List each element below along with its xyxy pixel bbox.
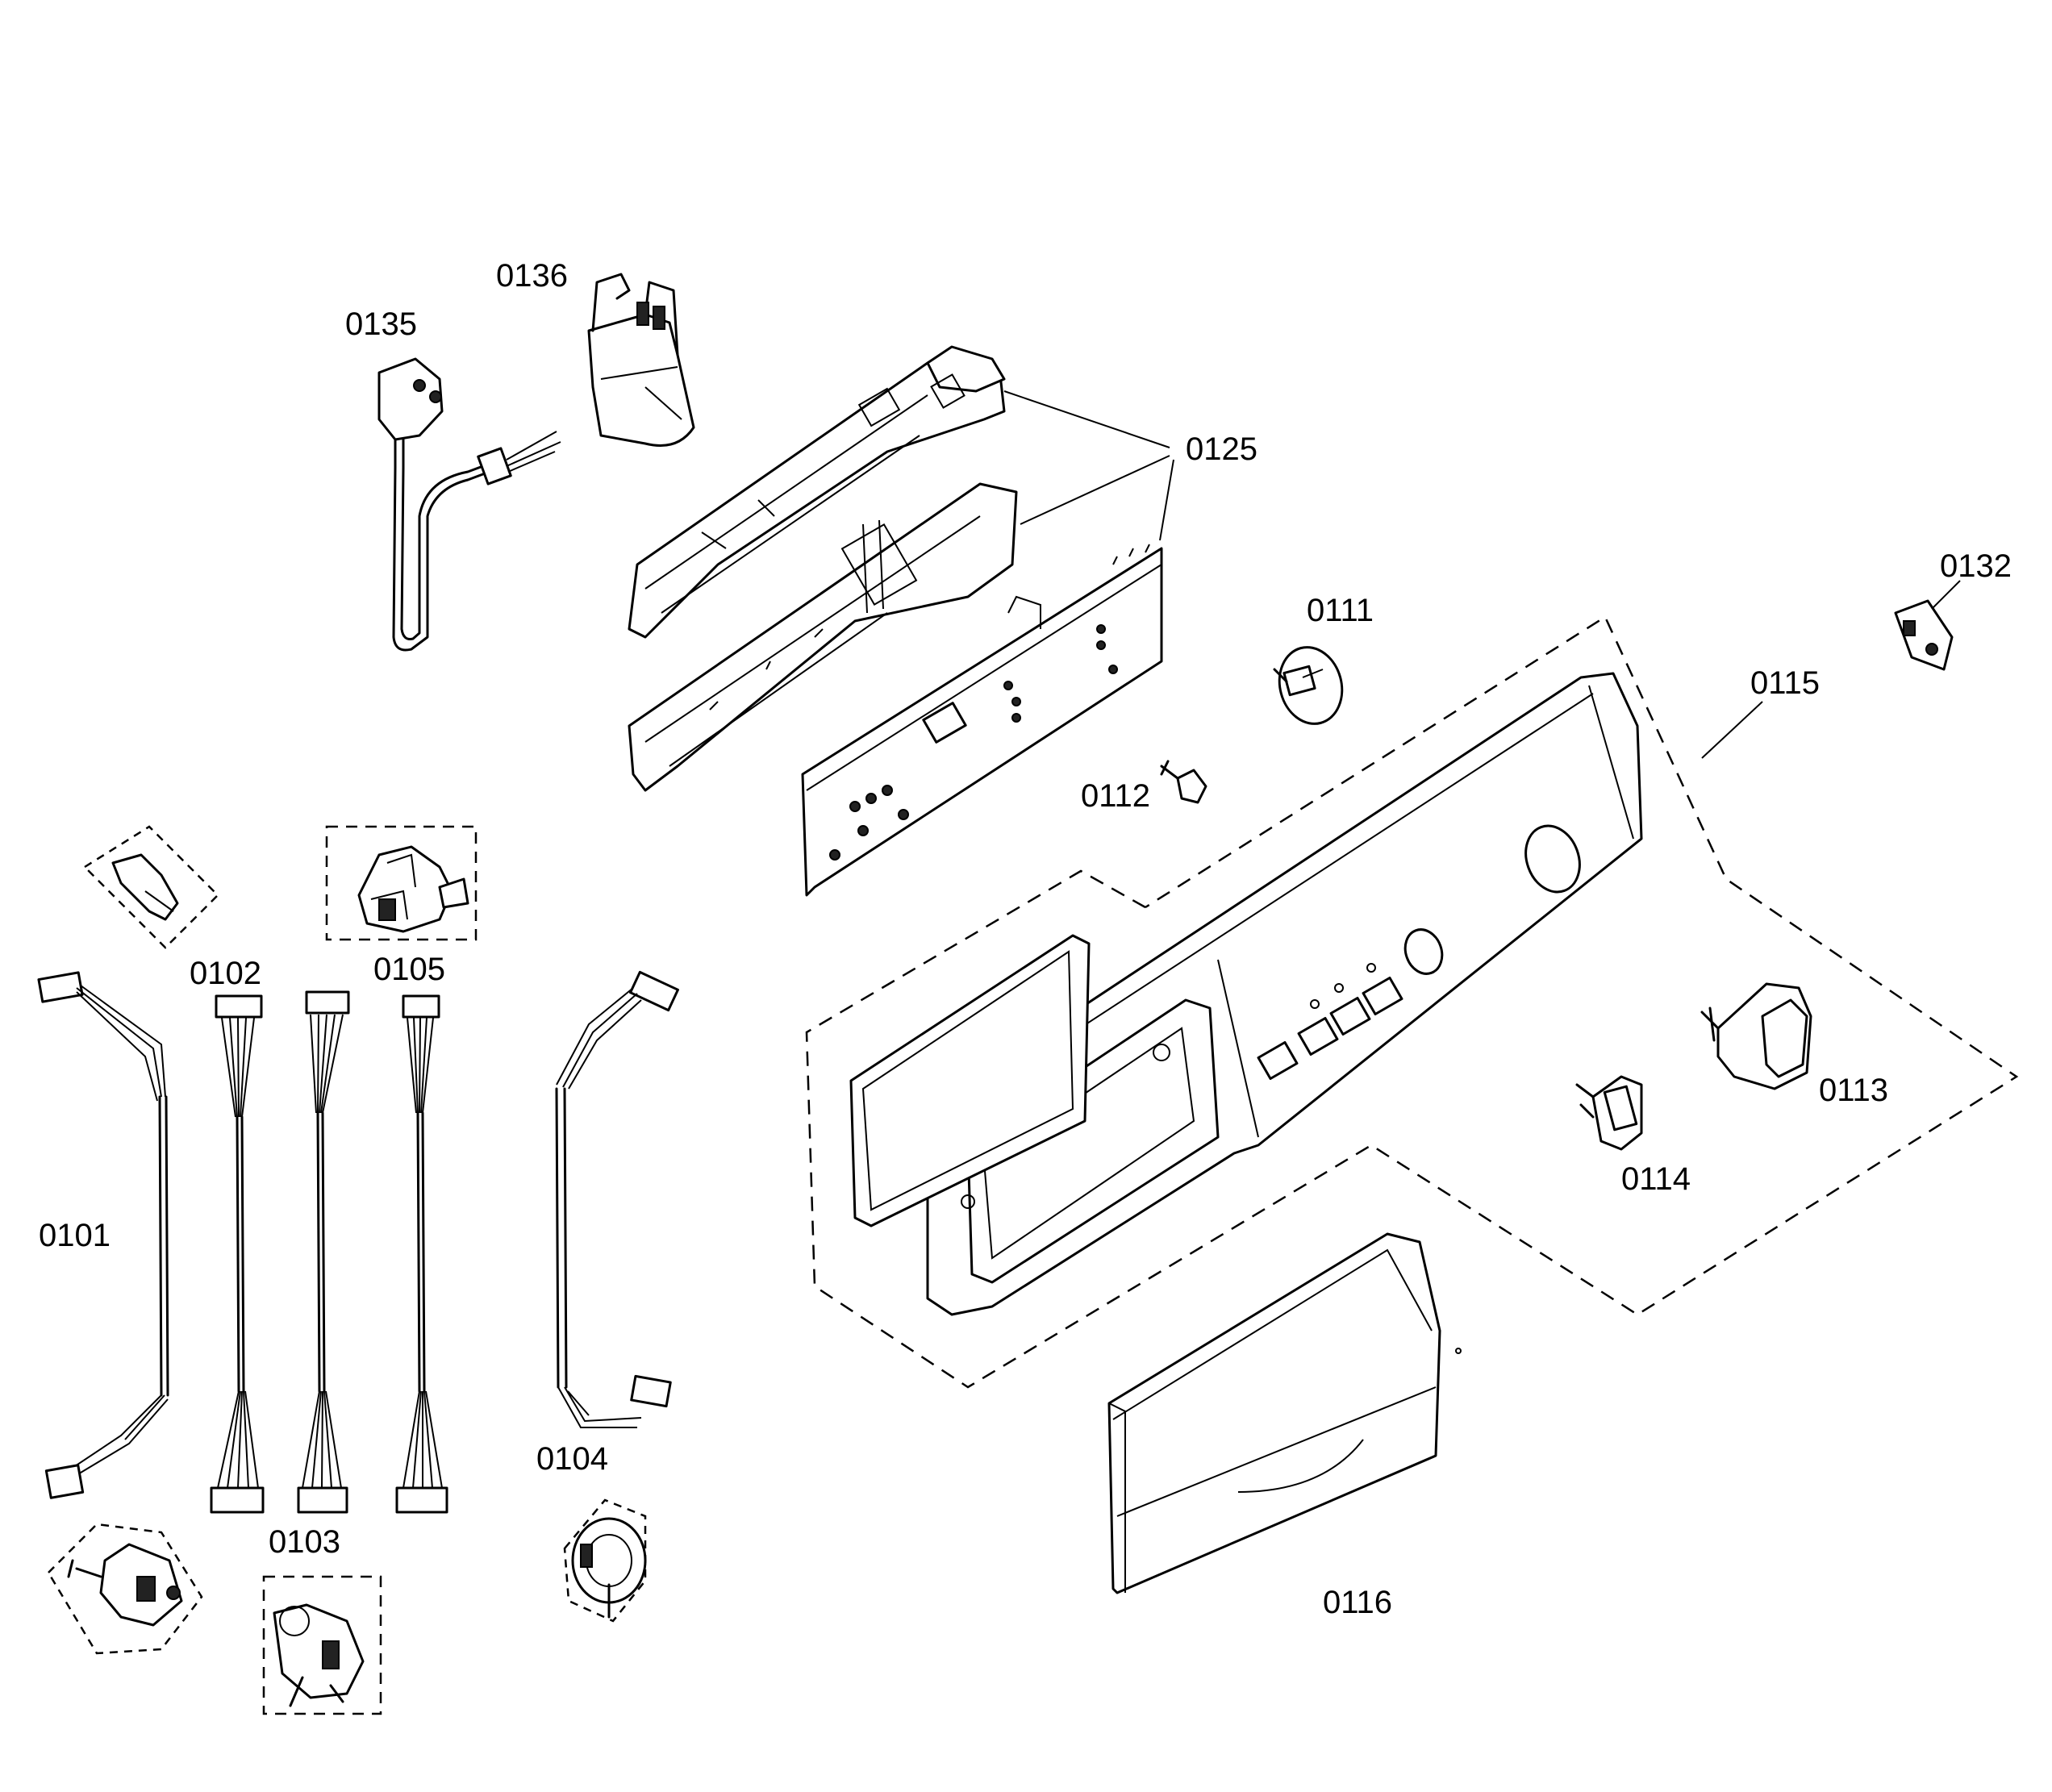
part-0101-harness bbox=[37, 971, 203, 1655]
label-0115: 0115 bbox=[1750, 665, 1820, 701]
label-0135: 0135 bbox=[345, 306, 417, 342]
part-0113-programme-knob bbox=[1700, 982, 1812, 1090]
label-0136: 0136 bbox=[496, 258, 568, 294]
label-0111: 0111 bbox=[1307, 593, 1374, 628]
label-0105: 0105 bbox=[373, 952, 445, 987]
part-0103-valve bbox=[262, 1575, 382, 1715]
label-0101: 0101 bbox=[39, 1218, 111, 1253]
part-0135-power-cord bbox=[377, 357, 561, 652]
label-0104: 0104 bbox=[536, 1441, 608, 1477]
part-harness-right bbox=[395, 994, 448, 1514]
label-0102: 0102 bbox=[190, 956, 261, 991]
part-0102-harness bbox=[210, 994, 265, 1514]
label-0114: 0114 bbox=[1621, 1161, 1691, 1197]
label-0132: 0132 bbox=[1940, 548, 2012, 584]
part-0136-suppressor bbox=[587, 273, 695, 447]
part-0132-bracket bbox=[1894, 580, 1961, 671]
label-0125: 0125 bbox=[1186, 431, 1257, 467]
part-0115-control-panel bbox=[805, 615, 2019, 1389]
part-0104-harness bbox=[555, 970, 679, 1623]
part-harness-centre bbox=[297, 990, 350, 1514]
part-0112-small-knob bbox=[1160, 760, 1207, 804]
label-0113: 0113 bbox=[1819, 1073, 1888, 1108]
part-0111-knob-disc bbox=[1273, 646, 1344, 725]
part-0116-drawer-front bbox=[1107, 1232, 1462, 1594]
part-sensor-top-left bbox=[83, 825, 219, 949]
label-0112: 0112 bbox=[1081, 778, 1150, 814]
part-0114-selector-knob bbox=[1575, 1075, 1643, 1151]
part-0125-control-module bbox=[628, 345, 1174, 897]
label-0116: 0116 bbox=[1323, 1585, 1392, 1620]
label-0103: 0103 bbox=[269, 1524, 340, 1560]
part-0105-valve bbox=[325, 825, 478, 941]
